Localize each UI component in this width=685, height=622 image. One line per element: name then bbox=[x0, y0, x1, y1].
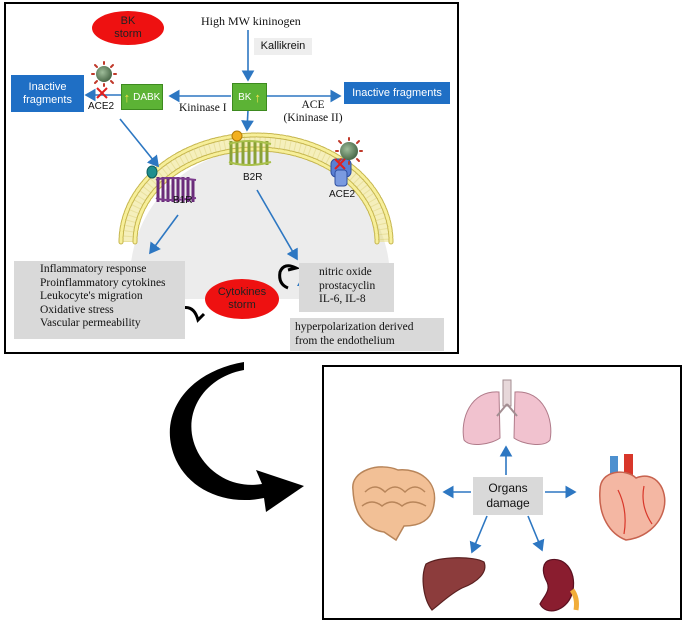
lungs-icon bbox=[462, 379, 552, 445]
virus-icon-membrane bbox=[335, 137, 363, 165]
effect-oxidative: Oxidative stress bbox=[40, 303, 114, 316]
cytokines-storm-oval: Cytokines storm bbox=[205, 279, 279, 319]
effect-nitric-oxide: nitric oxide bbox=[319, 266, 372, 278]
effect-inflammatory: Inflammatory response bbox=[40, 263, 147, 275]
bk-box: BK ↑ bbox=[232, 83, 267, 111]
virus-icon-left bbox=[91, 61, 117, 87]
pathway-arrows bbox=[84, 30, 577, 554]
inactive-fragments-right: Inactive fragments bbox=[344, 82, 450, 104]
ace-label: ACE (Kininase II) bbox=[272, 99, 354, 125]
bk-storm-oval: BK storm bbox=[92, 11, 164, 45]
blocked-x-icon-left bbox=[96, 87, 108, 99]
brain-icon bbox=[352, 466, 436, 542]
left-effects-box: Inflammatory response Proinflammatory cy… bbox=[14, 261, 185, 339]
organs-damage-label: Organs damage bbox=[486, 481, 530, 510]
kininogen-label: High MW kininogen bbox=[201, 14, 301, 28]
b2r-ligand-icon bbox=[231, 130, 243, 142]
bk-storm-label: BK storm bbox=[114, 15, 142, 40]
ace2-membrane-protein bbox=[330, 158, 352, 187]
effect-leukocyte: Leukocyte's migration bbox=[40, 290, 143, 302]
effect-il6-il8: IL-6, IL-8 bbox=[319, 293, 366, 305]
bk-label: BK bbox=[238, 91, 252, 103]
inactive-fragments-right-label: Inactive fragments bbox=[352, 86, 442, 99]
effect-permeability: Vascular permeability bbox=[40, 317, 141, 329]
ace2-left-label: ACE2 bbox=[88, 101, 115, 112]
feedback-arrow-right bbox=[278, 264, 301, 290]
b2r-label: B2R bbox=[243, 172, 263, 183]
cytokines-storm-label: Cytokines storm bbox=[217, 286, 267, 311]
b1r-receptor bbox=[155, 177, 197, 202]
effect-prostacyclin: prostacyclin bbox=[319, 279, 376, 292]
up-arrow-icon: ↑ bbox=[123, 89, 131, 105]
ace2-right-label: ACE2 bbox=[329, 189, 356, 200]
dabk-label: DABK bbox=[133, 91, 161, 103]
kallikrein-label: Kallikrein bbox=[254, 38, 312, 55]
blocked-x-icon-membrane bbox=[334, 158, 346, 170]
effect-cytokines: Proinflammatory cytokines bbox=[40, 276, 166, 289]
up-arrow-icon: ↑ bbox=[254, 89, 261, 105]
right-effects-box: nitric oxide prostacyclin IL-6, IL-8 bbox=[299, 263, 394, 312]
organs-panel bbox=[322, 365, 682, 620]
hyperpolarization-line-2: from the endothelium bbox=[295, 334, 395, 347]
b1r-label: B1R bbox=[173, 195, 193, 206]
ace-label-main: ACE bbox=[301, 99, 325, 111]
kidney-icon bbox=[539, 558, 579, 612]
progression-arrow bbox=[169, 362, 304, 512]
b2r-receptor bbox=[228, 140, 272, 166]
hyperpolarization-line-1: hyperpolarization derived bbox=[295, 321, 414, 333]
liver-icon bbox=[422, 557, 486, 611]
dabk-box: ↑ DABK bbox=[121, 84, 163, 110]
organs-damage-box: Organs damage bbox=[473, 477, 543, 515]
heart-icon bbox=[599, 454, 666, 541]
ace-label-sub: (Kininase II) bbox=[283, 112, 343, 124]
hyperpolarization-box: hyperpolarization derived from the endot… bbox=[290, 318, 444, 351]
kininase-i-label: Kininase I bbox=[179, 102, 227, 114]
inactive-fragments-left-label: Inactive fragments bbox=[23, 80, 72, 106]
b1r-ligand-icon bbox=[146, 165, 158, 179]
inactive-fragments-left: Inactive fragments bbox=[11, 75, 84, 112]
